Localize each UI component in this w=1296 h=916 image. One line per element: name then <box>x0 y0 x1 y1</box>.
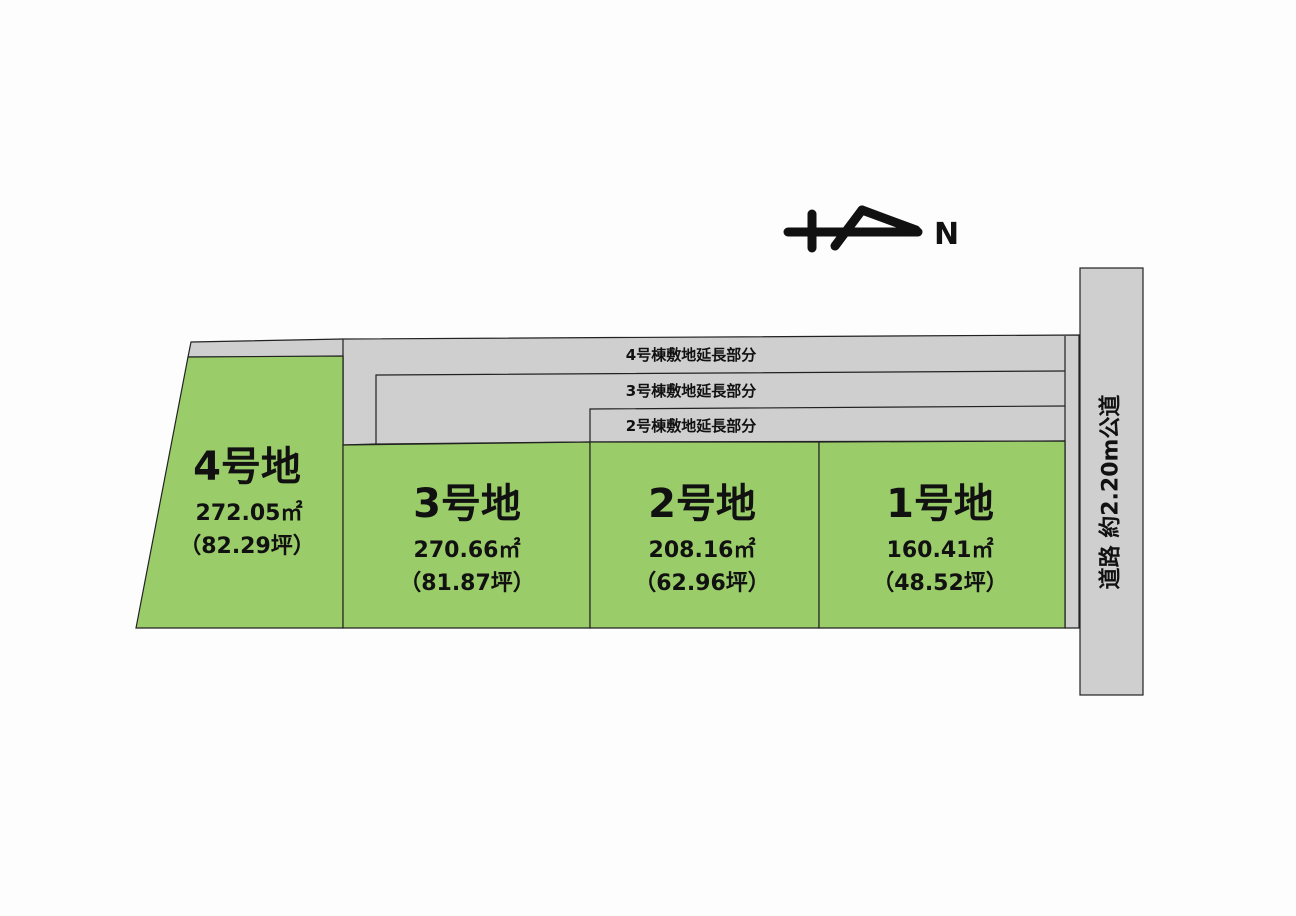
strip-label-3: 3号棟敷地延長部分 <box>626 382 756 400</box>
lot-1-area-m2: 160.41㎡ <box>887 537 994 563</box>
lot-3-area-tsubo: （81.87坪） <box>399 571 535 596</box>
lot-1-title: 1号地 <box>886 481 994 527</box>
road <box>1079 267 1144 696</box>
lot-4-area-m2: 272.05㎡ <box>196 500 303 526</box>
lot-4-area-tsubo: （82.29坪） <box>179 534 315 559</box>
lot-1 <box>818 440 1066 629</box>
lot-2 <box>589 441 820 629</box>
lot-3 <box>342 441 591 629</box>
lot-2-area-tsubo: （62.96坪） <box>634 571 770 596</box>
strip-label-2: 2号棟敷地延長部分 <box>626 417 756 435</box>
lot-3-title: 3号地 <box>413 481 521 527</box>
north-arrow-icon <box>783 205 923 253</box>
road-label: 道路 約2.20m公道 <box>1098 395 1124 590</box>
lot-2-area-m2: 208.16㎡ <box>649 537 756 563</box>
strip-divider <box>375 370 1066 444</box>
lot-1-area-tsubo: （48.52坪） <box>872 571 1008 596</box>
north-label: N <box>934 217 959 252</box>
lot-3-area-m2: 270.66㎡ <box>414 537 521 563</box>
lot-4 <box>135 355 344 629</box>
strip-label-4: 4号棟敷地延長部分 <box>626 346 756 364</box>
lot-4-title: 4号地 <box>193 444 301 490</box>
strip-divider <box>589 405 1066 442</box>
lot-2-title: 2号地 <box>648 481 756 527</box>
